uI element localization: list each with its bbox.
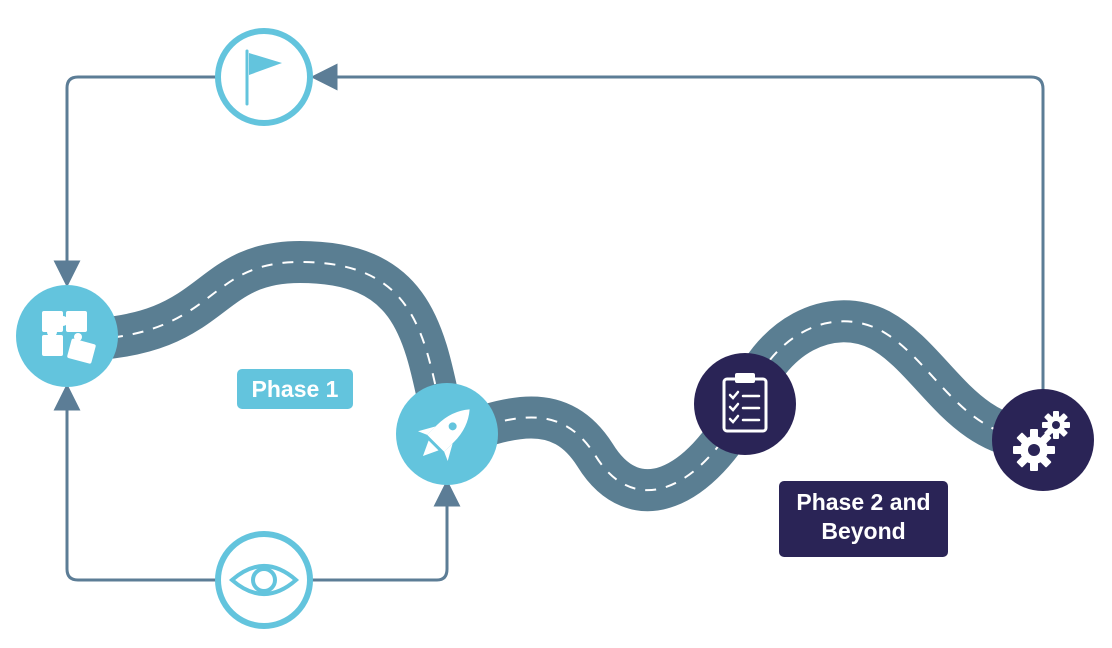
gears-icon <box>1013 411 1070 471</box>
node-clipboard <box>694 353 796 455</box>
road-dashes-2 <box>444 320 1044 492</box>
connector-bottom-to-rocket <box>310 479 461 582</box>
node-rocket <box>396 383 498 485</box>
feedback-connectors <box>53 63 1045 582</box>
node-eye <box>215 531 313 629</box>
connector-bottom-to-left <box>53 383 218 582</box>
phase-2-label-line-2: Beyond <box>821 518 906 544</box>
road <box>49 240 1064 512</box>
clipboard-checklist-icon <box>722 373 768 433</box>
node-puzzle <box>16 285 118 387</box>
phase-2-label: Phase 2 and Beyond <box>779 481 948 557</box>
flag-icon <box>245 49 282 106</box>
rocket-icon <box>418 409 470 461</box>
puzzle-icon <box>42 311 96 364</box>
phase-1-label: Phase 1 <box>237 369 353 409</box>
node-flag <box>215 28 313 126</box>
eye-icon <box>228 564 300 596</box>
road-segment-1 <box>49 240 466 451</box>
phase-2-label-line-1: Phase 2 and <box>796 489 931 515</box>
node-gears <box>992 389 1094 491</box>
connector-top-to-left <box>53 75 218 288</box>
connector-right-to-top <box>310 63 1045 390</box>
